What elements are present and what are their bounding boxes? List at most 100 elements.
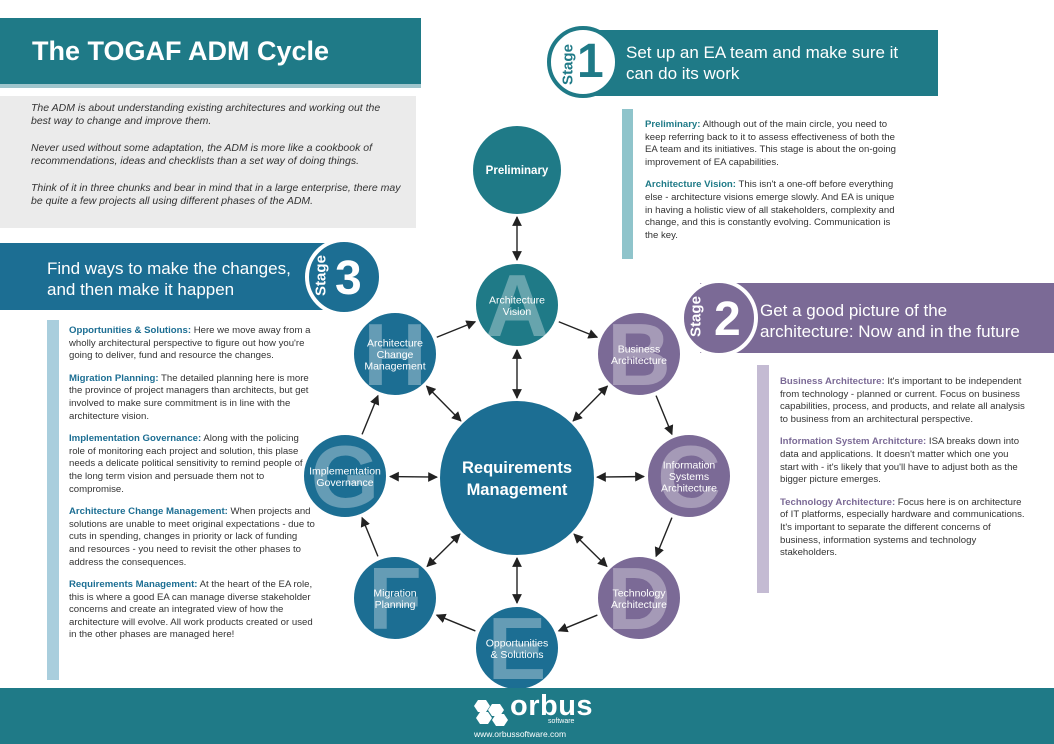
connector-arrow — [596, 471, 645, 482]
stage1-number: 1 — [577, 35, 604, 88]
phase-letter: F — [368, 549, 422, 648]
cycle-arrow — [361, 394, 380, 435]
entry-text: Focus here is on architecture of IT plat… — [780, 496, 1025, 559]
brand-name: orbus — [510, 690, 594, 722]
panel-entry: Architecture Change Management: When pro… — [69, 506, 315, 569]
stage3-heading-line1: Find ways to make the changes, — [47, 259, 291, 278]
stage2-panel: Business Architecture: It's important to… — [780, 376, 1026, 570]
phase-label: Vision — [503, 306, 532, 318]
panel-entry: Requirements Management: At the heart of… — [69, 579, 315, 642]
cycle-arrow — [435, 613, 476, 632]
cycle-arrow — [360, 516, 379, 557]
entry-heading: Preliminary: — [645, 119, 701, 130]
phase-circle — [352, 555, 438, 641]
phase-label: Architecture — [611, 355, 667, 367]
stage1-panel: Preliminary: Although out of the main ci… — [645, 119, 897, 252]
entry-heading: Migration Planning: — [69, 372, 159, 384]
phase-preliminary[interactable]: Preliminary — [473, 126, 561, 214]
phase-circle — [596, 555, 682, 641]
stage3-panel: Opportunities & Solutions: Here we move … — [69, 325, 315, 652]
orbus-logo-icon — [474, 700, 508, 726]
stage2-banner: Get a good picture of the architecture: … — [700, 283, 1054, 353]
phase-label: Architecture — [661, 483, 717, 495]
phase-label: Information — [663, 460, 716, 472]
hub-label: Requirements — [462, 459, 572, 477]
stage3-badge: Stage 3 — [305, 238, 383, 316]
phase-label: & Solutions — [490, 649, 543, 661]
brand-subtitle: software — [548, 718, 575, 725]
phase-letter: D — [607, 549, 671, 648]
cycle-arrow — [654, 517, 673, 558]
panel-entry: Business Architecture: It's important to… — [780, 376, 1026, 426]
intro-paragraph: The ADM is about understanding existing … — [31, 102, 381, 127]
connector-arrow — [573, 533, 608, 568]
cycle-arrow — [558, 321, 599, 339]
entry-heading: Requirements Management: — [69, 579, 198, 591]
phase-letter: A — [485, 256, 549, 355]
entry-text: At the heart of the EA role, this is whe… — [69, 579, 313, 641]
phase-label: Governance — [316, 477, 373, 489]
entry-text: This isn't a one-off before everything e… — [645, 179, 895, 241]
phase-label: Change — [377, 349, 414, 361]
page-title: The TOGAF ADM Cycle — [0, 18, 421, 84]
entry-heading: Architecture Vision: — [645, 179, 736, 191]
panel3-accent-bar — [47, 320, 59, 680]
entry-heading: Technology Architecture: — [780, 496, 896, 508]
entry-heading: Implementation Governance: — [69, 433, 202, 445]
stage3-banner: Find ways to make the changes, and then … — [0, 243, 360, 310]
phase-circle — [646, 433, 732, 519]
entry-heading: Business Architecture: — [780, 376, 885, 387]
stage1-badge: Stage 1 — [547, 26, 619, 98]
phase-label: Systems — [669, 471, 709, 483]
panel-entry: Migration Planning: The detailed plannin… — [69, 373, 315, 423]
entry-text: Although out of the main circle, you nee… — [645, 119, 897, 168]
phase-circle — [473, 126, 561, 214]
panel1-accent-bar — [622, 109, 633, 259]
connector-arrow — [572, 385, 609, 422]
entry-text: Here we move away from a wholly architec… — [69, 325, 311, 362]
hub-label: Management — [467, 481, 568, 499]
phase-letter: C — [657, 427, 721, 526]
phase-label: Opportunities — [486, 637, 548, 649]
stage2-badge: Stage 2 — [680, 279, 758, 357]
stage3-heading-line2: and then make it happen — [47, 280, 235, 299]
phase-letter: B — [607, 305, 671, 404]
stage1-banner: Set up an EA team and make sure it can d… — [578, 30, 938, 96]
phase-label: Technology — [612, 587, 666, 599]
cycle-arrow — [655, 395, 674, 436]
connector-arrow — [425, 385, 462, 422]
phase-label: Business — [618, 343, 661, 355]
entry-heading: Information System Architcture: — [780, 436, 927, 448]
phase-circle — [302, 433, 388, 519]
website-link[interactable]: www.orbussoftware.com — [474, 729, 567, 739]
stage3-number: 3 — [335, 252, 362, 305]
panel-entry: Implementation Governance: Along with th… — [69, 433, 315, 496]
stage2-heading-line1: Get a good picture of the — [760, 301, 948, 320]
panel-entry: Information System Architcture: ISA brea… — [780, 436, 1026, 486]
phase-label: Implementation — [309, 465, 381, 477]
intro-paragraph: Think of it in three chunks and bear in … — [31, 182, 401, 207]
intro-box: The ADM is about understanding existing … — [0, 96, 416, 228]
stage1-heading-line1: Set up an EA team and make sure it — [626, 43, 899, 62]
phase-label: Planning — [375, 599, 416, 611]
phase-label: Architecture — [611, 599, 667, 611]
connector-arrow — [426, 533, 461, 568]
entry-heading: Opportunities & Solutions: — [69, 325, 192, 336]
entry-text: ISA breaks down into data and applicatio… — [780, 436, 1020, 486]
panel-entry: Architecture Vision: This isn't a one-of… — [645, 179, 897, 242]
cycle-arrow — [436, 320, 477, 338]
cycle-arrow — [557, 614, 598, 633]
panel-entry: Preliminary: Although out of the main ci… — [645, 119, 897, 169]
title-divider — [0, 84, 421, 88]
panel-entry: Opportunities & Solutions: Here we move … — [69, 325, 315, 363]
